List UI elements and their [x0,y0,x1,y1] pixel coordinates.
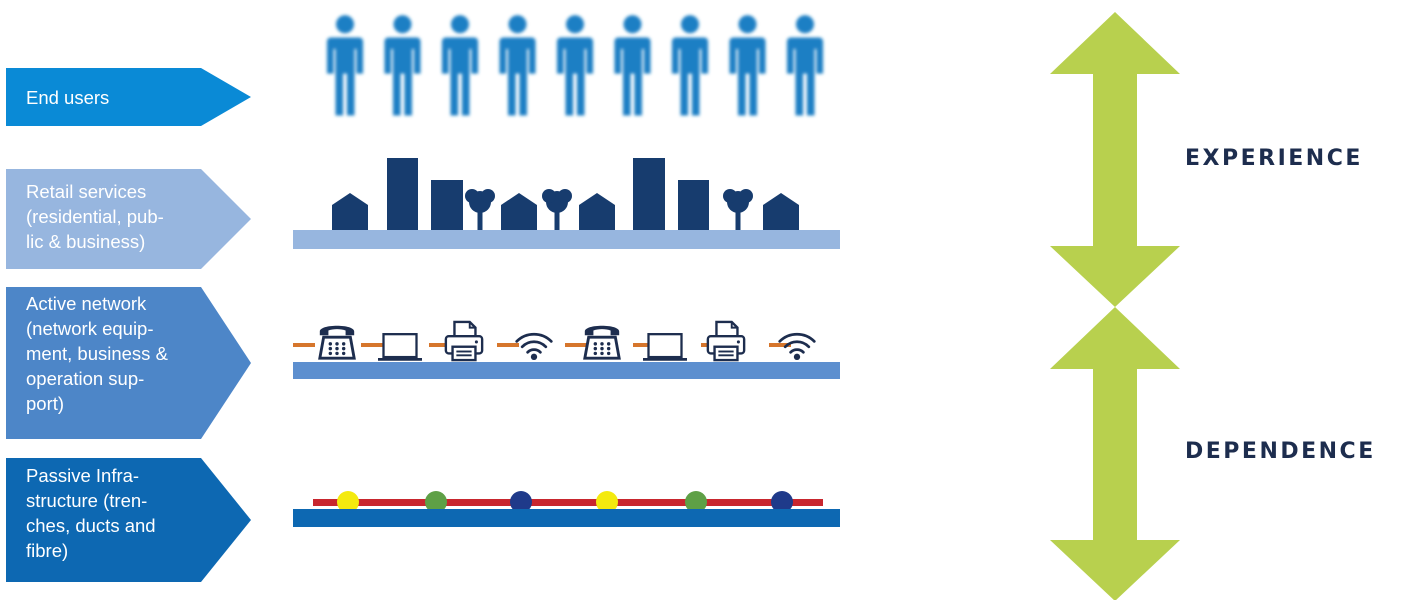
dependence-label: DEPENDENCE [1185,439,1376,464]
layer-label: Retail services (residential, pub- lic &… [26,181,164,252]
telephone-icon [583,324,621,360]
experience-double-arrow [1050,12,1180,307]
layer-tag-active-network: Active network (network equip- ment, bus… [6,287,251,439]
node-dot [425,491,447,513]
fibre-red-line [313,499,823,506]
node-dot [510,491,532,513]
tree-icon [542,189,572,230]
person-icon [671,15,709,116]
house-icon [763,193,799,230]
person-icon [326,15,364,116]
tag-arrow-shape [6,169,251,269]
person-icon [786,15,824,116]
building-icon [633,158,665,230]
building-icon [387,158,418,230]
node-dot [596,491,618,513]
tree-icon [465,189,495,230]
node-dot [685,491,707,513]
experience-label: EXPERIENCE [1185,146,1363,171]
person-icon [384,15,421,116]
layer-label: End users [26,87,110,108]
passive-infrastructure-nodes [337,491,793,513]
layer-tag-end-users: End users [6,68,251,126]
building-icon [431,180,463,230]
passive-infrastructure-bar [293,509,840,527]
active-network-bar [293,362,840,379]
tag-arrow-shape [6,68,251,126]
retail-buildings-skyline [332,158,799,230]
layer-tag-passive-infrastructure: Passive Infra- structure (tren- ches, du… [6,458,251,582]
dependence-double-arrow [1050,307,1180,600]
tag-arrow-shape [6,458,251,582]
person-icon [729,15,766,116]
layer-label: Passive Infra- structure (tren- ches, du… [26,465,156,561]
wifi-icon [515,332,553,362]
house-icon [579,193,615,230]
node-dot [771,491,793,513]
active-network-devices [293,320,816,362]
telephone-icon [318,324,356,360]
tree-icon [723,189,753,230]
wifi-icon [778,332,816,362]
tag-arrow-shape [6,287,251,439]
person-icon [556,15,594,116]
retail-services-bar [293,230,840,249]
printer-icon [444,320,484,362]
layer-tag-retail-services: Retail services (residential, pub- lic &… [6,169,251,269]
person-icon [441,15,479,116]
laptop-icon [378,332,422,362]
end-users-people [326,15,824,116]
node-dot [337,491,359,513]
person-icon [614,15,651,116]
house-icon [501,193,537,230]
house-icon [332,193,368,230]
person-icon [499,15,536,116]
layer-label: Active network (network equip- ment, bus… [26,293,168,414]
laptop-icon [643,332,687,362]
printer-icon [706,320,746,362]
building-icon [678,180,709,230]
